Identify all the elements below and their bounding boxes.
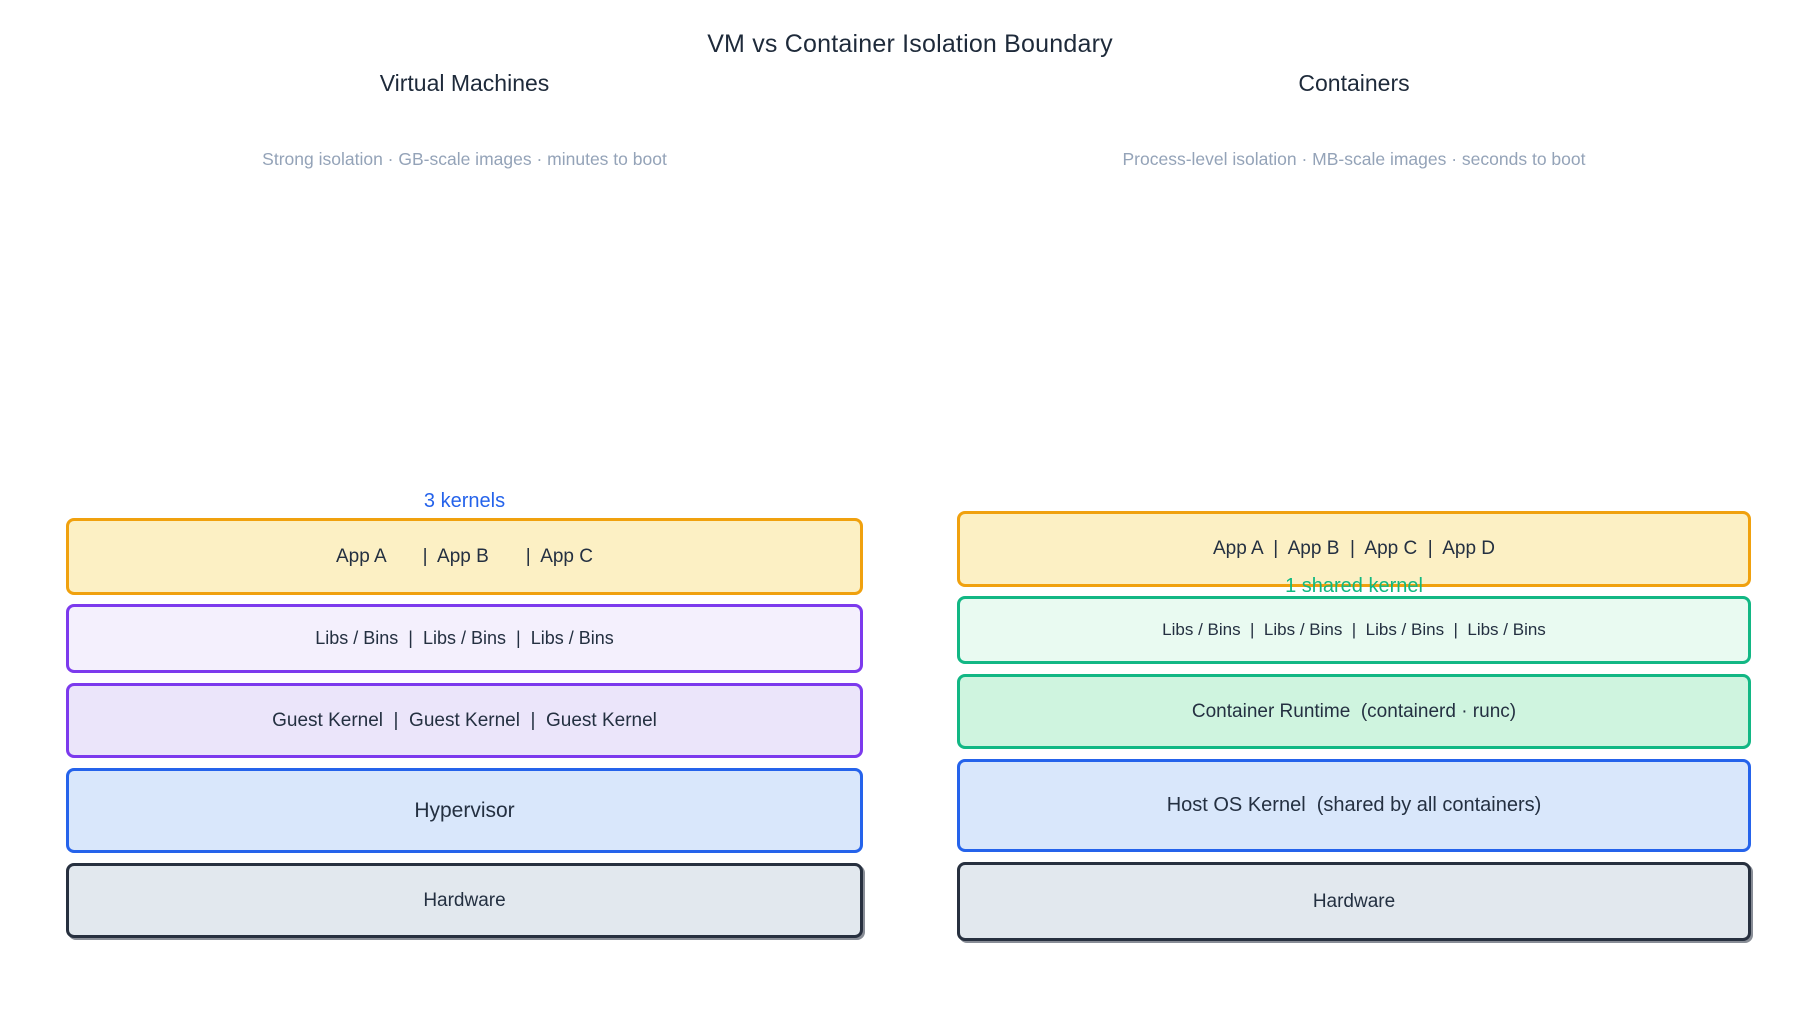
diagram-title: VM vs Container Isolation Boundary (707, 30, 1113, 58)
containers-host-os-kernel-layer-box: Host OS Kernel (shared by all containers… (957, 759, 1751, 852)
containers-libs-bins-layer-box: Libs / Bins | Libs / Bins | Libs / Bins … (957, 596, 1751, 664)
vm-hardware-layer-box: Hardware (66, 863, 863, 938)
containers-runtime-layer-box: Container Runtime (containerd · runc) (957, 674, 1751, 749)
containers-shared-kernel-annotation: 1 shared kernel (1285, 575, 1423, 597)
vm-column-header: Virtual Machines (379, 70, 550, 96)
vm-hypervisor-layer-box: Hypervisor (66, 768, 863, 853)
containers-column-header: Containers (1298, 70, 1410, 96)
containers-column-subtitle: Process-level isolation · MB-scale image… (1122, 149, 1586, 169)
containers-hardware-layer-box: Hardware (957, 862, 1751, 941)
containers-apps-layer-box: App A | App B | App C | App D (957, 511, 1751, 587)
vm-libs-bins-layer-box: Libs / Bins | Libs / Bins | Libs / Bins (66, 604, 863, 673)
vm-guest-kernel-layer-box: Guest Kernel | Guest Kernel | Guest Kern… (66, 683, 863, 758)
vm-column-subtitle: Strong isolation · GB-scale images · min… (262, 149, 667, 169)
vm-kernel-count-annotation: 3 kernels (423, 490, 506, 512)
vm-apps-layer-box: App A | App B | App C (66, 518, 863, 595)
